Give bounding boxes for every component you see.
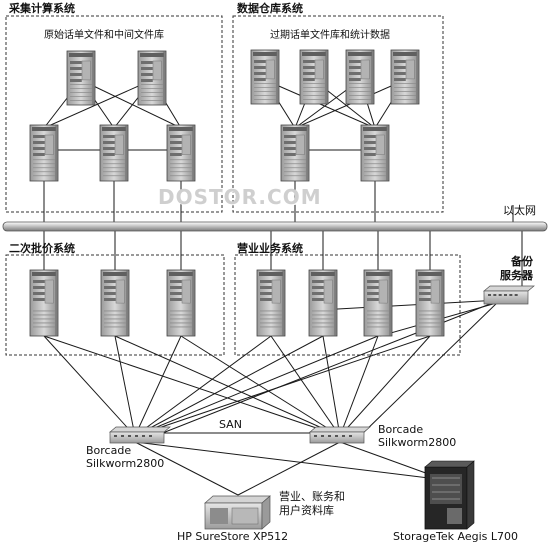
switch-left-label-line1: Borcade bbox=[86, 444, 132, 457]
connection-line bbox=[180, 335, 341, 437]
server-icon bbox=[390, 49, 420, 105]
connection-line bbox=[134, 335, 182, 437]
server-icon bbox=[29, 269, 59, 337]
xp512-note-line1: 营业、账务和 bbox=[279, 490, 345, 503]
connection-line bbox=[319, 299, 501, 311]
server-icon bbox=[256, 269, 286, 337]
backup-server-label-line1: 备份 bbox=[511, 255, 533, 268]
connection-line bbox=[134, 335, 379, 437]
connection-line bbox=[114, 335, 136, 437]
connection-line bbox=[114, 335, 341, 437]
server-icon bbox=[250, 49, 280, 105]
business-system-title: 营业业务系统 bbox=[237, 242, 303, 255]
server-icon bbox=[166, 269, 196, 337]
switch-right-label-line2: Silkworm2800 bbox=[378, 436, 457, 449]
connection-line bbox=[80, 79, 182, 129]
secondary-billing-system-title: 二次批价系统 bbox=[9, 242, 75, 255]
connection-line bbox=[237, 441, 341, 496]
connection-line bbox=[339, 335, 431, 437]
server-icon bbox=[100, 269, 130, 337]
server-icon bbox=[363, 269, 393, 337]
connection-line bbox=[322, 335, 341, 437]
connection-line bbox=[43, 335, 341, 437]
connection-line bbox=[134, 441, 446, 481]
xp512-note-line2: 用户资料库 bbox=[279, 504, 334, 517]
connection-lines bbox=[43, 79, 523, 496]
server-icon bbox=[66, 50, 96, 106]
server-icon bbox=[360, 124, 390, 182]
connection-line bbox=[134, 335, 324, 437]
backup-server-icon bbox=[483, 285, 535, 305]
connection-line bbox=[339, 335, 379, 437]
san-switch-icon bbox=[109, 426, 171, 444]
server-icon bbox=[299, 49, 329, 105]
tape-library-icon bbox=[424, 460, 475, 530]
disk-array-icon bbox=[204, 495, 271, 530]
server-icon bbox=[99, 124, 129, 182]
tape-library-label: StorageTek Aegis L700 bbox=[393, 530, 519, 543]
san-switch-icon bbox=[309, 426, 371, 444]
connection-line bbox=[134, 335, 272, 437]
expired-files-note: 过期话单文件库和统计数据 bbox=[270, 30, 390, 41]
san-label: SAN bbox=[219, 418, 242, 431]
server-icon bbox=[29, 124, 59, 182]
connection-line bbox=[134, 441, 239, 496]
warehouse-system-boundary bbox=[232, 15, 444, 213]
server-icon bbox=[280, 124, 310, 182]
raw-files-note: 原始话单文件和中间文件库 bbox=[44, 30, 164, 41]
switch-left-label-line2: Silkworm2800 bbox=[86, 457, 165, 470]
connection-line bbox=[43, 335, 136, 437]
server-icon bbox=[415, 269, 445, 337]
switch-right-label-line1: Borcade bbox=[378, 423, 424, 436]
connection-line bbox=[270, 335, 341, 437]
devices bbox=[29, 49, 535, 530]
server-icon bbox=[137, 50, 167, 106]
ethernet-label: 以太网 bbox=[503, 204, 536, 217]
connection-line bbox=[359, 299, 501, 437]
server-icon bbox=[345, 49, 375, 105]
warehouse-system-title: 数据仓库系统 bbox=[237, 2, 303, 15]
connection-line bbox=[43, 79, 153, 129]
ethernet-bus bbox=[2, 221, 548, 232]
xp512-label: HP SureStore XP512 bbox=[177, 530, 289, 543]
watermark: DOSTOR.COM bbox=[158, 185, 322, 209]
server-icon bbox=[308, 269, 338, 337]
collection-system-title: 采集计算系统 bbox=[9, 2, 75, 15]
backup-server-label-line2: 服务器 bbox=[500, 269, 533, 282]
server-icon bbox=[166, 124, 196, 182]
business-system-boundary bbox=[234, 254, 461, 356]
secondary-billing-system-boundary bbox=[5, 254, 225, 356]
